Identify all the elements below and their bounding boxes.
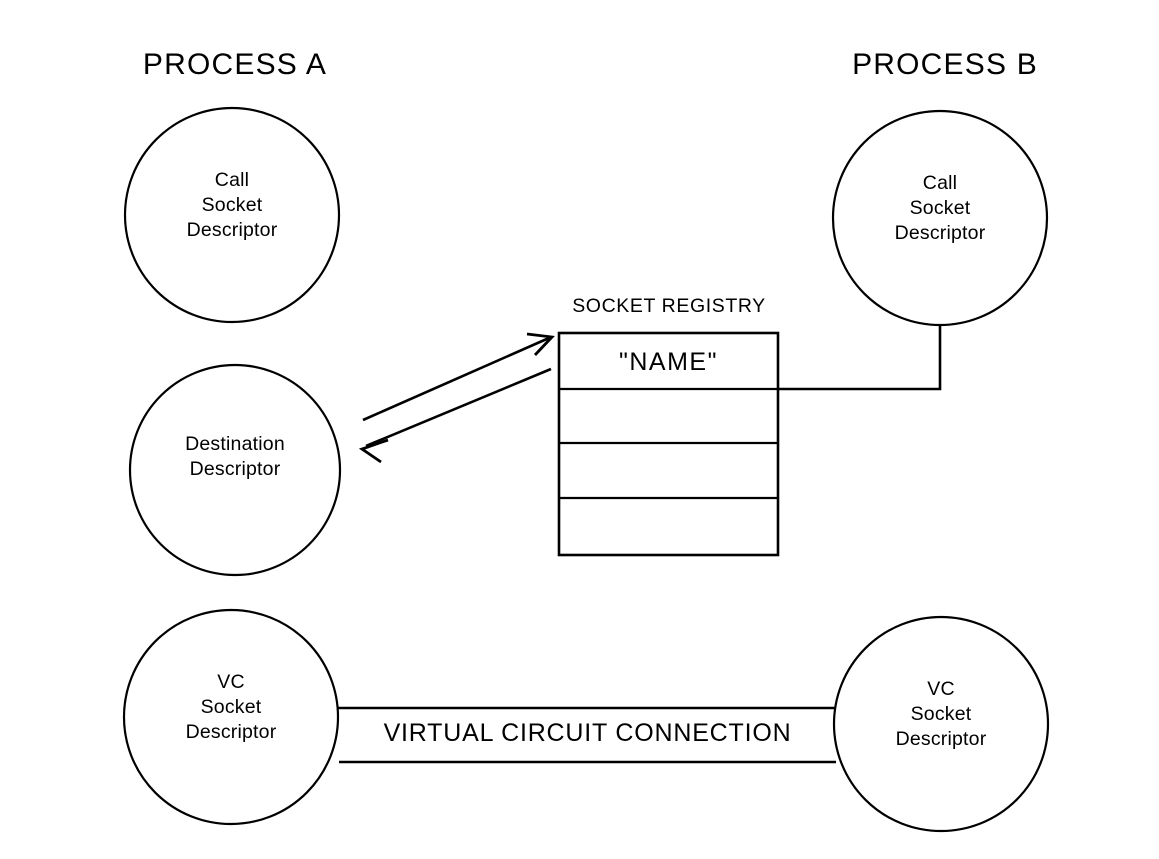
connector-process-b-to-registry xyxy=(778,325,942,391)
arrow-lookup-request-head xyxy=(526,332,555,356)
registry-row-value-3[interactable] xyxy=(559,460,778,498)
circle-process-a-destination[interactable] xyxy=(128,363,342,577)
label-virtual-circuit-connection: VIRTUAL CIRCUIT CONNECTION xyxy=(383,719,792,747)
registry-row-value-4[interactable] xyxy=(559,514,778,552)
page-title-process-b: PROCESS B xyxy=(852,48,1038,81)
circle-process-a-vc-socket[interactable] xyxy=(122,608,340,826)
arrow-lookup-request-line xyxy=(362,336,550,422)
circle-process-a-call-socket[interactable] xyxy=(123,106,341,324)
label-process-a-vc-socket: VC Socket Descriptor xyxy=(185,671,277,743)
arrow-lookup-response-head xyxy=(358,438,389,464)
registry-row-value-2[interactable] xyxy=(559,405,778,443)
label-process-b-vc-socket: VC Socket Descriptor xyxy=(895,678,987,750)
registry-row-value-name[interactable]: "NAME" xyxy=(619,348,718,376)
label-process-b-call-socket: Call Socket Descriptor xyxy=(894,172,986,244)
label-process-a-destination: Destination Descriptor xyxy=(185,433,285,480)
label-socket-registry-heading: SOCKET REGISTRY xyxy=(572,295,766,317)
label-process-a-call-socket: Call Socket Descriptor xyxy=(186,169,278,241)
circle-process-b-vc-socket[interactable] xyxy=(832,615,1050,833)
page-title-process-a: PROCESS A xyxy=(142,48,328,81)
arrow-lookup-response-line xyxy=(365,367,552,448)
